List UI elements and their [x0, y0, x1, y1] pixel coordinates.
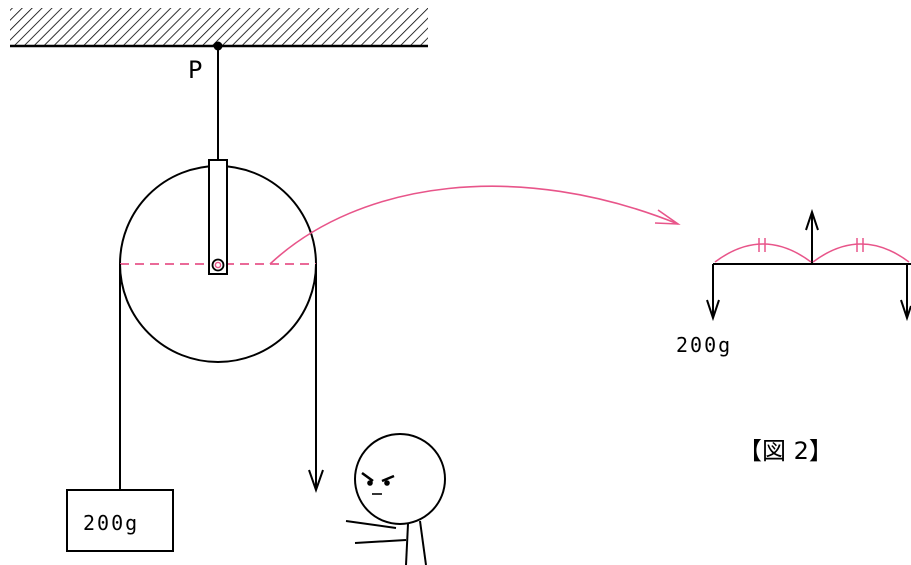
pulley-bracket	[208, 159, 228, 275]
weight-block-label: 200g	[83, 511, 139, 535]
right-rope-arrow	[308, 264, 324, 494]
stick-person-icon	[345, 433, 446, 565]
ceiling-icon	[10, 8, 428, 48]
lever-model	[706, 208, 911, 322]
magnify-arrow	[269, 185, 681, 265]
point-p-label: P	[188, 56, 202, 84]
weight-block	[66, 489, 174, 552]
lever-mass-label: 200g	[676, 333, 732, 357]
figure-label: 【図 2】	[738, 437, 833, 465]
pulley-axle	[211, 258, 225, 272]
